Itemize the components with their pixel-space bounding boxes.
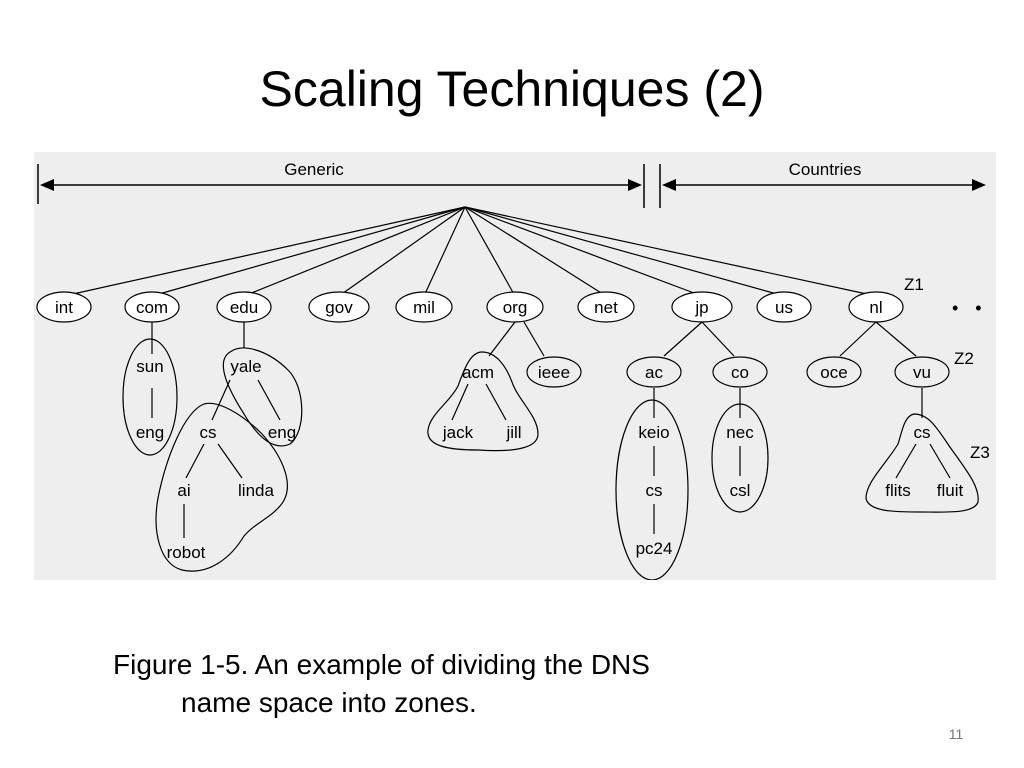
node-eng-sun: eng [136, 423, 164, 442]
node-acm: acm [462, 363, 494, 382]
node-keio: keio [638, 423, 669, 442]
node-nl: nl [869, 298, 882, 317]
node-jill: jill [505, 423, 521, 442]
caption-line-2: name space into zones. [181, 686, 477, 718]
zone-co [712, 356, 768, 388]
node-fluit: fluit [937, 481, 964, 500]
node-cs-yale: cs [200, 423, 217, 442]
countries-range-arrow [659, 164, 986, 208]
zone-keio [615, 399, 689, 580]
node-ai: ai [177, 481, 190, 500]
zone-cs [155, 402, 288, 572]
top-level-node-shapes [36, 291, 904, 323]
zone-ieee [526, 356, 582, 388]
node-edu: edu [230, 298, 258, 317]
node-linda: linda [238, 481, 274, 500]
slide-title: Scaling Techniques (2) [259, 61, 765, 117]
generic-range-arrow [37, 164, 645, 208]
node-jack: jack [442, 423, 474, 442]
zone-acm [427, 351, 539, 452]
zone-label-z3: Z3 [970, 443, 990, 462]
dns-zone-diagram: Generic Countries [34, 152, 996, 580]
node-oce: oce [820, 363, 847, 382]
node-eng-yale: eng [268, 423, 296, 442]
zone-outlines [122, 338, 979, 580]
zone-vu [894, 356, 950, 388]
node-net: net [594, 298, 618, 317]
generic-label: Generic [284, 160, 344, 179]
node-gov: gov [325, 298, 353, 317]
diagram-background [34, 152, 996, 580]
caption-line-1: Figure 1-5. An example of dividing the D… [113, 649, 650, 680]
zone-cs-vu [865, 413, 979, 513]
zone-nec [711, 403, 769, 513]
lower-level-labels: sun eng yale cs eng ai linda robot acm i… [136, 357, 964, 562]
node-us: us [775, 298, 793, 317]
node-ac: ac [645, 363, 663, 382]
zone-label-z1: Z1 [904, 275, 924, 294]
zone-oce [806, 356, 862, 388]
page-number: 11 [948, 726, 964, 742]
node-robot: robot [167, 543, 206, 562]
figure-caption: Figure 1-5. An example of dividing the D… [113, 646, 753, 722]
node-pc24: pc24 [636, 539, 673, 558]
zone-yale [222, 347, 303, 447]
node-com: com [136, 298, 168, 317]
root-edges [63, 206, 877, 297]
node-yale: yale [230, 357, 261, 376]
node-jp: jp [694, 298, 708, 317]
node-csl: csl [730, 481, 751, 500]
zone-sun [122, 338, 178, 456]
node-sun: sun [136, 357, 163, 376]
node-int: int [55, 298, 73, 317]
top-level-labels: int com edu gov mil org net jp us nl [55, 298, 883, 317]
countries-label: Countries [789, 160, 862, 179]
node-co: co [731, 363, 749, 382]
node-mil: mil [413, 298, 435, 317]
node-cs-vu: cs [914, 423, 931, 442]
tree-edges [151, 321, 951, 538]
node-flits: flits [885, 481, 911, 500]
zone-labels: Z1 Z2 Z3 [904, 275, 990, 462]
node-org: org [503, 298, 528, 317]
node-vu: vu [913, 363, 931, 382]
zone-label-z2: Z2 [954, 349, 974, 368]
node-ieee: ieee [538, 363, 570, 382]
node-cs-keio: cs [646, 481, 663, 500]
zone-ac [626, 356, 682, 388]
ellipsis-more-domains: • • • [952, 298, 996, 318]
node-nec: nec [726, 423, 754, 442]
